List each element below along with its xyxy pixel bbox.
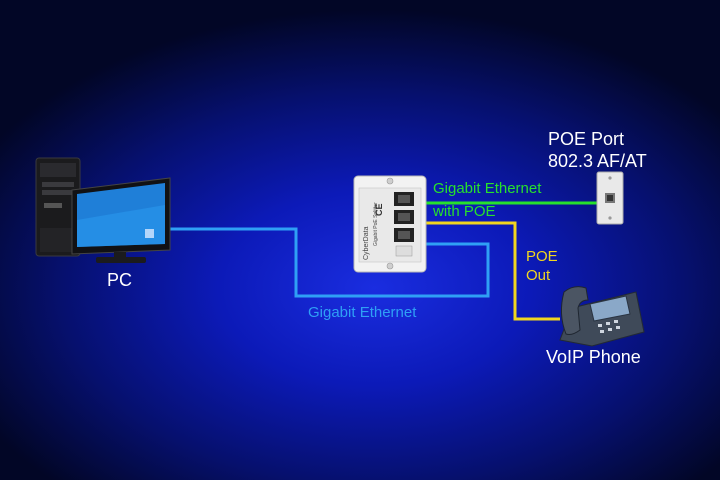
- poe-out-label: POE Out: [526, 247, 558, 285]
- wall-jack-icon: [596, 171, 624, 225]
- splitter-model-text: Gigabit PoE Splitter: [373, 202, 379, 246]
- splitter-brand-text: CyberData: [363, 226, 370, 260]
- yellow-poe-out-wire: [426, 221, 560, 321]
- voip-phone-label: VoIP Phone: [546, 347, 641, 367]
- gigabit-poe-label-line1: Gigabit Ethernet: [433, 180, 542, 197]
- poe-out-label-line1: POE: [526, 248, 558, 265]
- blue-ethernet-wire: [163, 227, 490, 298]
- desktop-pc-icon: [35, 157, 171, 263]
- voip-phone-icon: [559, 286, 645, 347]
- pc-label: PC: [107, 270, 133, 290]
- ce-mark: CE: [374, 203, 384, 216]
- poe-port-label-line1: POE Port: [548, 129, 625, 149]
- poe-port-label: POE Port 802.3 AF/AT: [548, 128, 647, 172]
- poe-port-label-line2: 802.3 AF/AT: [548, 151, 647, 171]
- gigabit-poe-label-line2: with POE: [433, 203, 496, 220]
- poe-out-label-line2: Out: [526, 267, 551, 284]
- gigabit-ethernet-label: Gigabit Ethernet: [308, 304, 417, 321]
- poe-splitter-device: CyberData Gigabit PoE Splitter CE: [353, 175, 427, 273]
